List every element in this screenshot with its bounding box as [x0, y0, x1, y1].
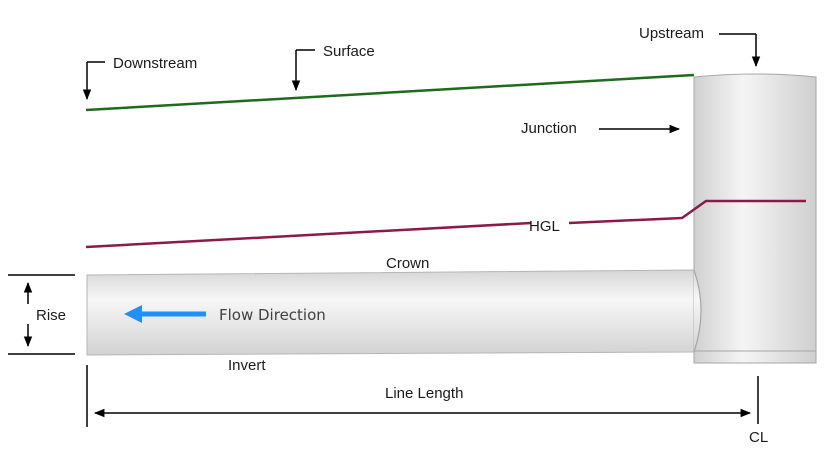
surface-pointer: [291, 49, 315, 92]
downstream-pointer: [82, 61, 105, 101]
surface-line: [85, 73, 695, 112]
surface-label: Surface: [323, 43, 375, 60]
pipe: [86, 269, 702, 356]
rise-label-bg: [20, 304, 74, 324]
rise-label: Rise: [36, 307, 66, 324]
line-length-label: Line Length: [385, 385, 463, 402]
centerline-label: CL: [749, 429, 768, 446]
junction-structure: [693, 73, 817, 364]
downstream-label: Downstream: [113, 55, 197, 72]
junction-label: Junction: [521, 120, 577, 137]
upstream-pointer: [719, 33, 761, 68]
hgl-line-upstream: [568, 199, 806, 225]
hgl-line: [85, 221, 532, 249]
hgl-label: HGL: [529, 218, 560, 235]
line-length-dimension: [86, 365, 759, 427]
flow-direction-arrow: [124, 305, 206, 323]
crown-label: Crown: [386, 255, 429, 272]
upstream-label: Upstream: [639, 25, 704, 42]
junction-body: [693, 73, 817, 364]
pipe-end-cap: [693, 269, 702, 353]
flow-direction-label: Flow Direction: [219, 306, 326, 324]
invert-label: Invert: [228, 357, 266, 374]
